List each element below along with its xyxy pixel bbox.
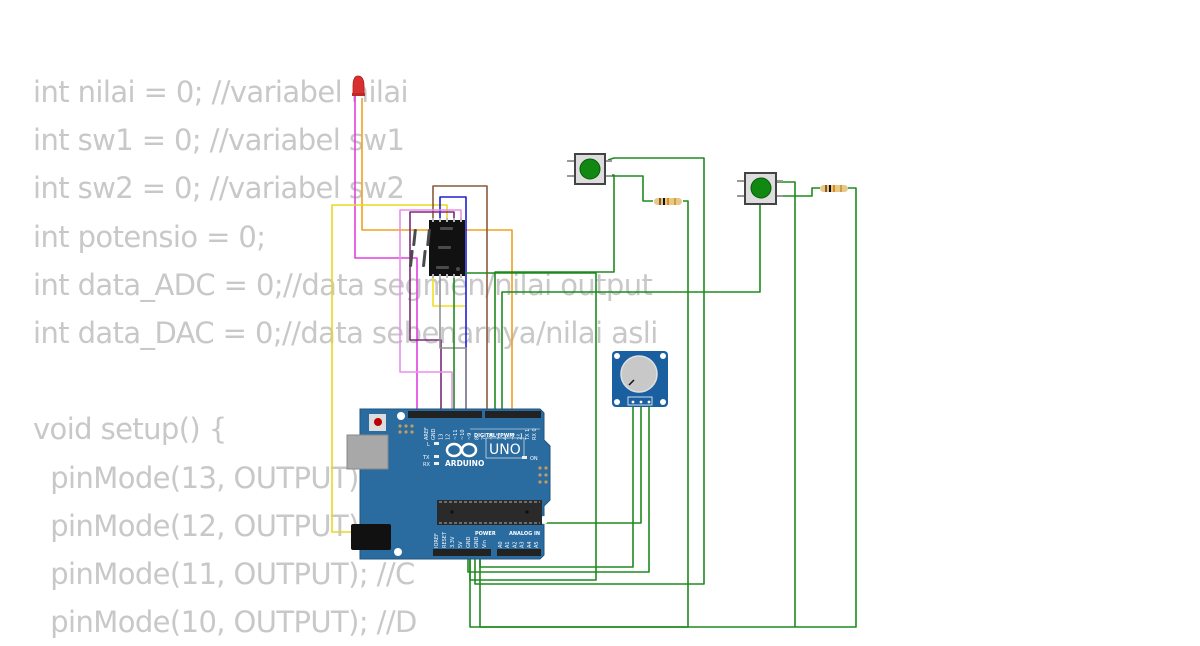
pin-label: AREF	[424, 427, 430, 440]
code-line: int nilai = 0; //variabel nilai	[33, 75, 409, 109]
board-model-label: UNO	[489, 442, 521, 458]
red-led[interactable]	[352, 75, 365, 96]
pin-label: A5	[534, 541, 540, 548]
usb-port	[346, 434, 389, 470]
board-name-label: ARDUINO	[445, 459, 484, 468]
pin-label: TX 1	[525, 429, 531, 441]
wire-seg-blue[interactable]	[439, 196, 467, 415]
pin-label: 2	[518, 437, 524, 440]
pin-label: GND	[474, 536, 480, 548]
code-line: pinMode(11, OUTPUT); //C	[33, 556, 415, 591]
pin-label: 8	[474, 437, 480, 440]
wire-sw1-res[interactable]	[612, 175, 653, 202]
analog-label: ANALOG IN	[509, 531, 540, 537]
code-line: int sw1 = 0; //variabel sw1	[33, 123, 405, 158]
digital-header-left	[408, 411, 482, 418]
svg-text:−: −	[451, 447, 457, 455]
wire-sw1-top[interactable]	[474, 157, 705, 585]
pin-label: 12	[446, 434, 452, 440]
pin-label: RESET	[442, 531, 448, 548]
resistor-r1[interactable]	[654, 198, 682, 205]
pin-label: A4	[527, 541, 533, 548]
pin-label: A2	[512, 541, 518, 548]
wire-seg-purple[interactable]	[409, 211, 455, 415]
resistor-r2[interactable]	[820, 185, 848, 192]
wire-seg-gray[interactable]	[439, 276, 467, 415]
pin-label: A1	[505, 541, 511, 548]
wire-pot-1[interactable]	[479, 402, 634, 568]
potentiometer-knob-indicator	[628, 379, 635, 386]
wire-led-anode[interactable]	[354, 92, 418, 415]
pin-label: ~5	[496, 433, 502, 440]
led-tx-label: TX	[422, 455, 430, 461]
wire-sw1-pin[interactable]	[494, 174, 615, 415]
pin-label: ~10	[460, 429, 466, 440]
atmega-chip	[437, 500, 542, 525]
seven-segment-display[interactable]	[409, 218, 465, 278]
code-line: int sw2 = 0; //variabel sw2	[33, 171, 405, 206]
pin-label: GND	[431, 428, 437, 440]
pin-label: A0	[498, 541, 504, 548]
pin-label: ~6	[489, 433, 495, 440]
reset-button[interactable]	[369, 414, 386, 431]
power-label: POWER	[475, 531, 496, 537]
led-on-label: ON	[530, 456, 538, 462]
potentiometer[interactable]	[612, 351, 668, 407]
wire-pot-3[interactable]	[467, 402, 650, 573]
pin-label: IOREF	[434, 533, 440, 548]
pin-label: 7	[482, 437, 488, 440]
wire-sw2-top[interactable]	[776, 181, 796, 627]
pin-label: 4	[503, 437, 509, 440]
pin-label: A3	[520, 541, 526, 548]
pin-label: ~3	[510, 433, 516, 440]
pushbutton-sw1[interactable]	[567, 153, 612, 185]
wire-sw2-pin[interactable]	[501, 200, 761, 415]
pin-label: RX 0	[532, 428, 538, 440]
power-header	[433, 549, 491, 556]
wire-seg-pink[interactable]	[399, 209, 462, 415]
svg-text:+: +	[466, 447, 472, 455]
arduino-logo-icon	[445, 442, 478, 458]
analog-header	[497, 549, 541, 556]
wire-seg-yellow-bottom[interactable]	[432, 276, 465, 307]
pin-label: 5V	[458, 541, 464, 548]
pushbutton-sw2[interactable]	[737, 172, 783, 205]
wire-sw2-res[interactable]	[776, 187, 820, 197]
pin-label: 3.3V	[450, 536, 456, 548]
pin-label: ~11	[453, 429, 459, 440]
pin-label: Vin	[482, 540, 488, 548]
wire-res2-out[interactable]	[479, 187, 857, 628]
led-l-label: L	[427, 442, 430, 448]
digital-pwm-label: DIGITAL (PWM ~)	[474, 433, 522, 439]
pin-label: GND	[466, 536, 472, 548]
pin-label: 13	[438, 434, 444, 440]
led-rx-label: RX	[423, 462, 430, 468]
code-line: pinMode(13, OUTPUT);	[33, 460, 369, 495]
power-jack	[351, 524, 391, 550]
code-line: pinMode(12, OUTPUT);	[33, 508, 369, 543]
wire-seg-brown[interactable]	[432, 185, 488, 415]
pin-label: ~9	[467, 433, 473, 440]
code-line: int potensio = 0;	[33, 219, 266, 254]
digital-header-right	[485, 411, 541, 418]
code-line: void setup() {	[33, 412, 227, 447]
